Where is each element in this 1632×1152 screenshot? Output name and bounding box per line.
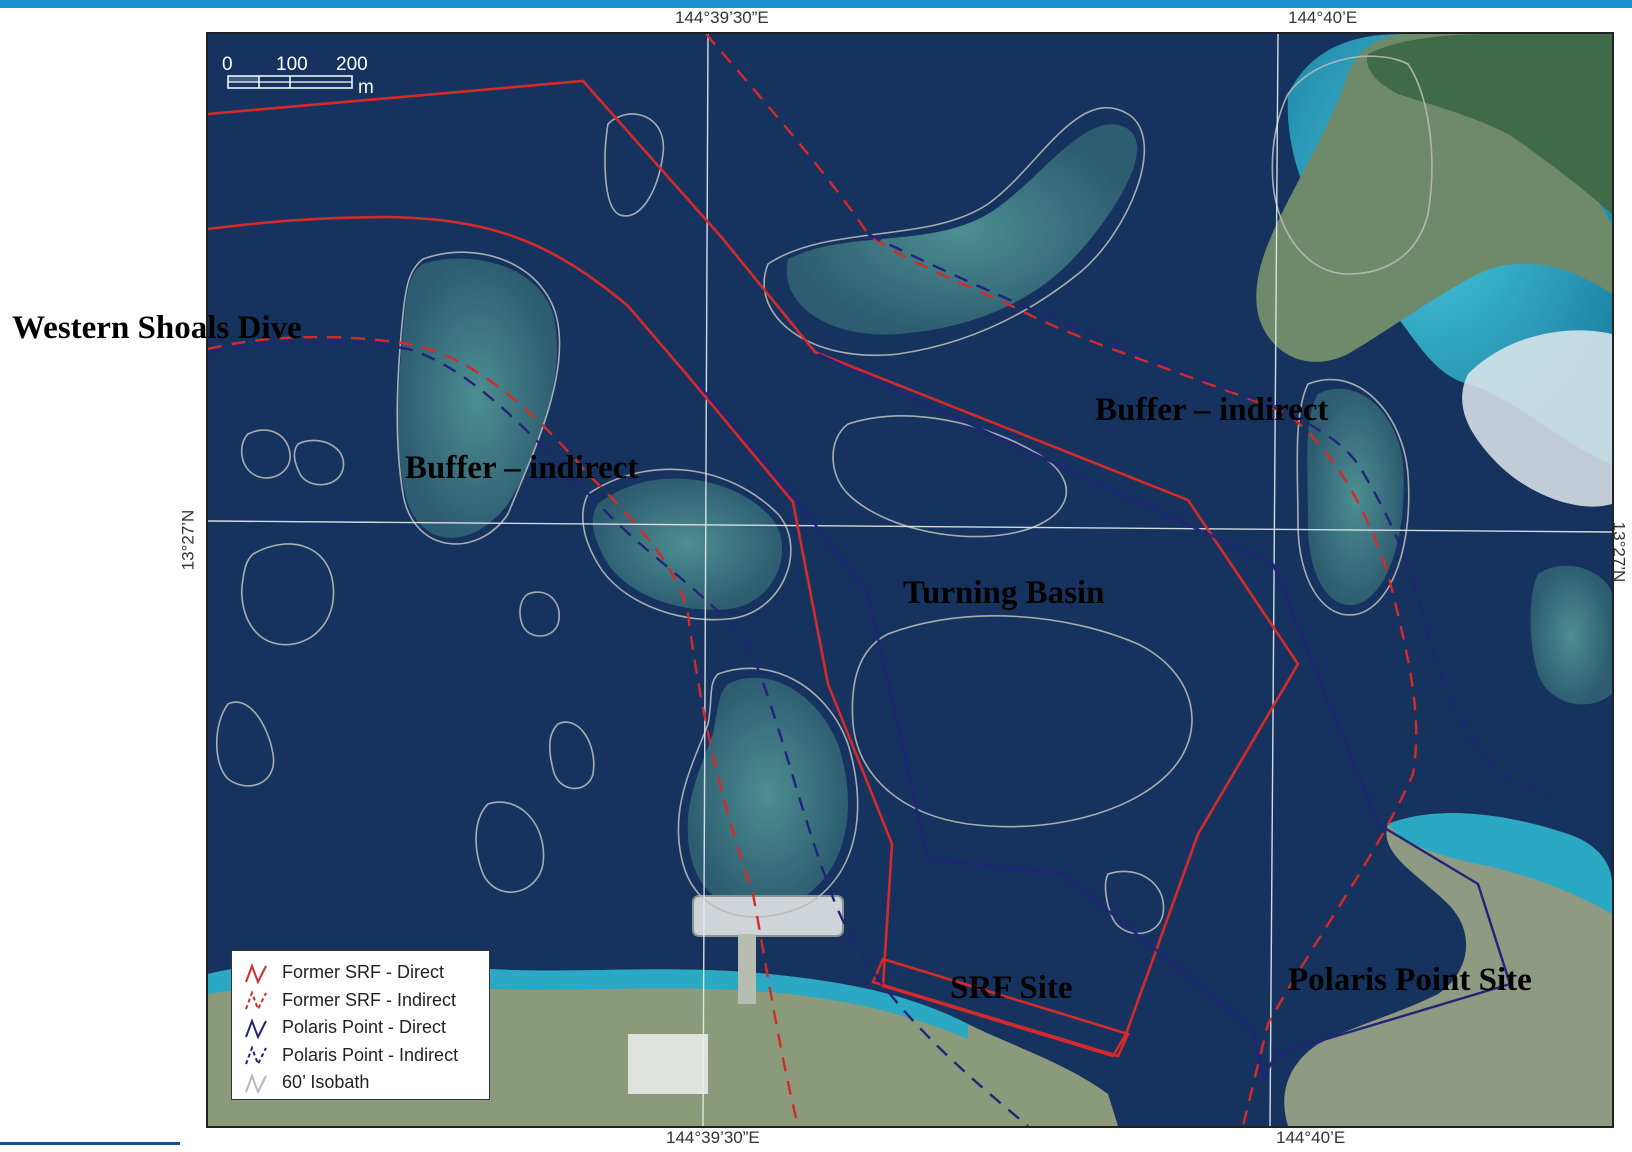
vegetation-northeast [1367,34,1612,214]
label-turning-basin: Turning Basin [903,575,1105,611]
label-western-shoals: Western Shoals Dive [12,310,302,346]
bottom-left-longitude: 144°39’30”E [666,1128,760,1147]
legend-label: 60’ Isobath [282,1072,370,1093]
polaris-direct-icon [245,1017,267,1039]
scale-tick-100: 100 [276,54,308,75]
former-srf-direct-icon [245,962,267,984]
polaris-indirect [208,232,1549,1126]
top-left-longitude: 144°39’30”E [675,8,769,27]
scale-bar: 0 100 200 m [222,54,374,98]
scale-tick-200: 200 [336,54,368,75]
isobath-icon [245,1072,267,1094]
footer-rule [0,1142,180,1145]
shoal-west [398,258,557,538]
legend-label: Former SRF - Indirect [282,989,457,1010]
isobath-contours [215,55,1433,935]
scale-tick-0: 0 [222,54,233,75]
label-buffer-left: Buffer – indirect [405,450,639,486]
left-latitude: 13°27’N [178,509,198,571]
legend-item: Polaris Point - Direct [242,1014,479,1042]
scale-unit: m [358,77,374,98]
graticule [208,34,1612,1126]
shoal-center [592,478,783,610]
polaris-indirect-icon [245,1045,267,1067]
shoal-north [786,124,1138,335]
label-srf-site: SRF Site [950,970,1073,1006]
legend-item: Polaris Point - Indirect [242,1042,479,1070]
shore-southeast [1388,813,1612,914]
legend-label: Polaris Point - Indirect [282,1044,459,1065]
clouds [1462,330,1612,507]
top-right-longitude: 144°40’E [1288,8,1358,27]
building-block [628,1034,708,1094]
pier [738,934,756,1004]
legend-label: Former SRF - Direct [282,962,444,983]
label-polaris-site: Polaris Point Site [1288,962,1532,998]
legend-item: Former SRF - Indirect [242,987,479,1015]
bottom-right-longitude: 144°40’E [1276,1128,1346,1147]
legend-label: Polaris Point - Direct [282,1017,447,1038]
top-accent-bar [0,0,1632,8]
former-srf-indirect-icon [245,990,267,1012]
map-legend: Former SRF - Direct Former SRF - Indirec… [231,950,490,1100]
legend-item: 60’ Isobath [242,1069,479,1097]
shoal-far-east [1530,565,1612,705]
label-buffer-right: Buffer – indirect [1095,392,1329,428]
legend-item: Former SRF - Direct [242,959,479,987]
polaris-direct [697,352,1512,1083]
shoal-south [687,677,848,911]
former-srf-indirect [208,34,1418,1126]
land-southeast [1284,813,1612,1126]
